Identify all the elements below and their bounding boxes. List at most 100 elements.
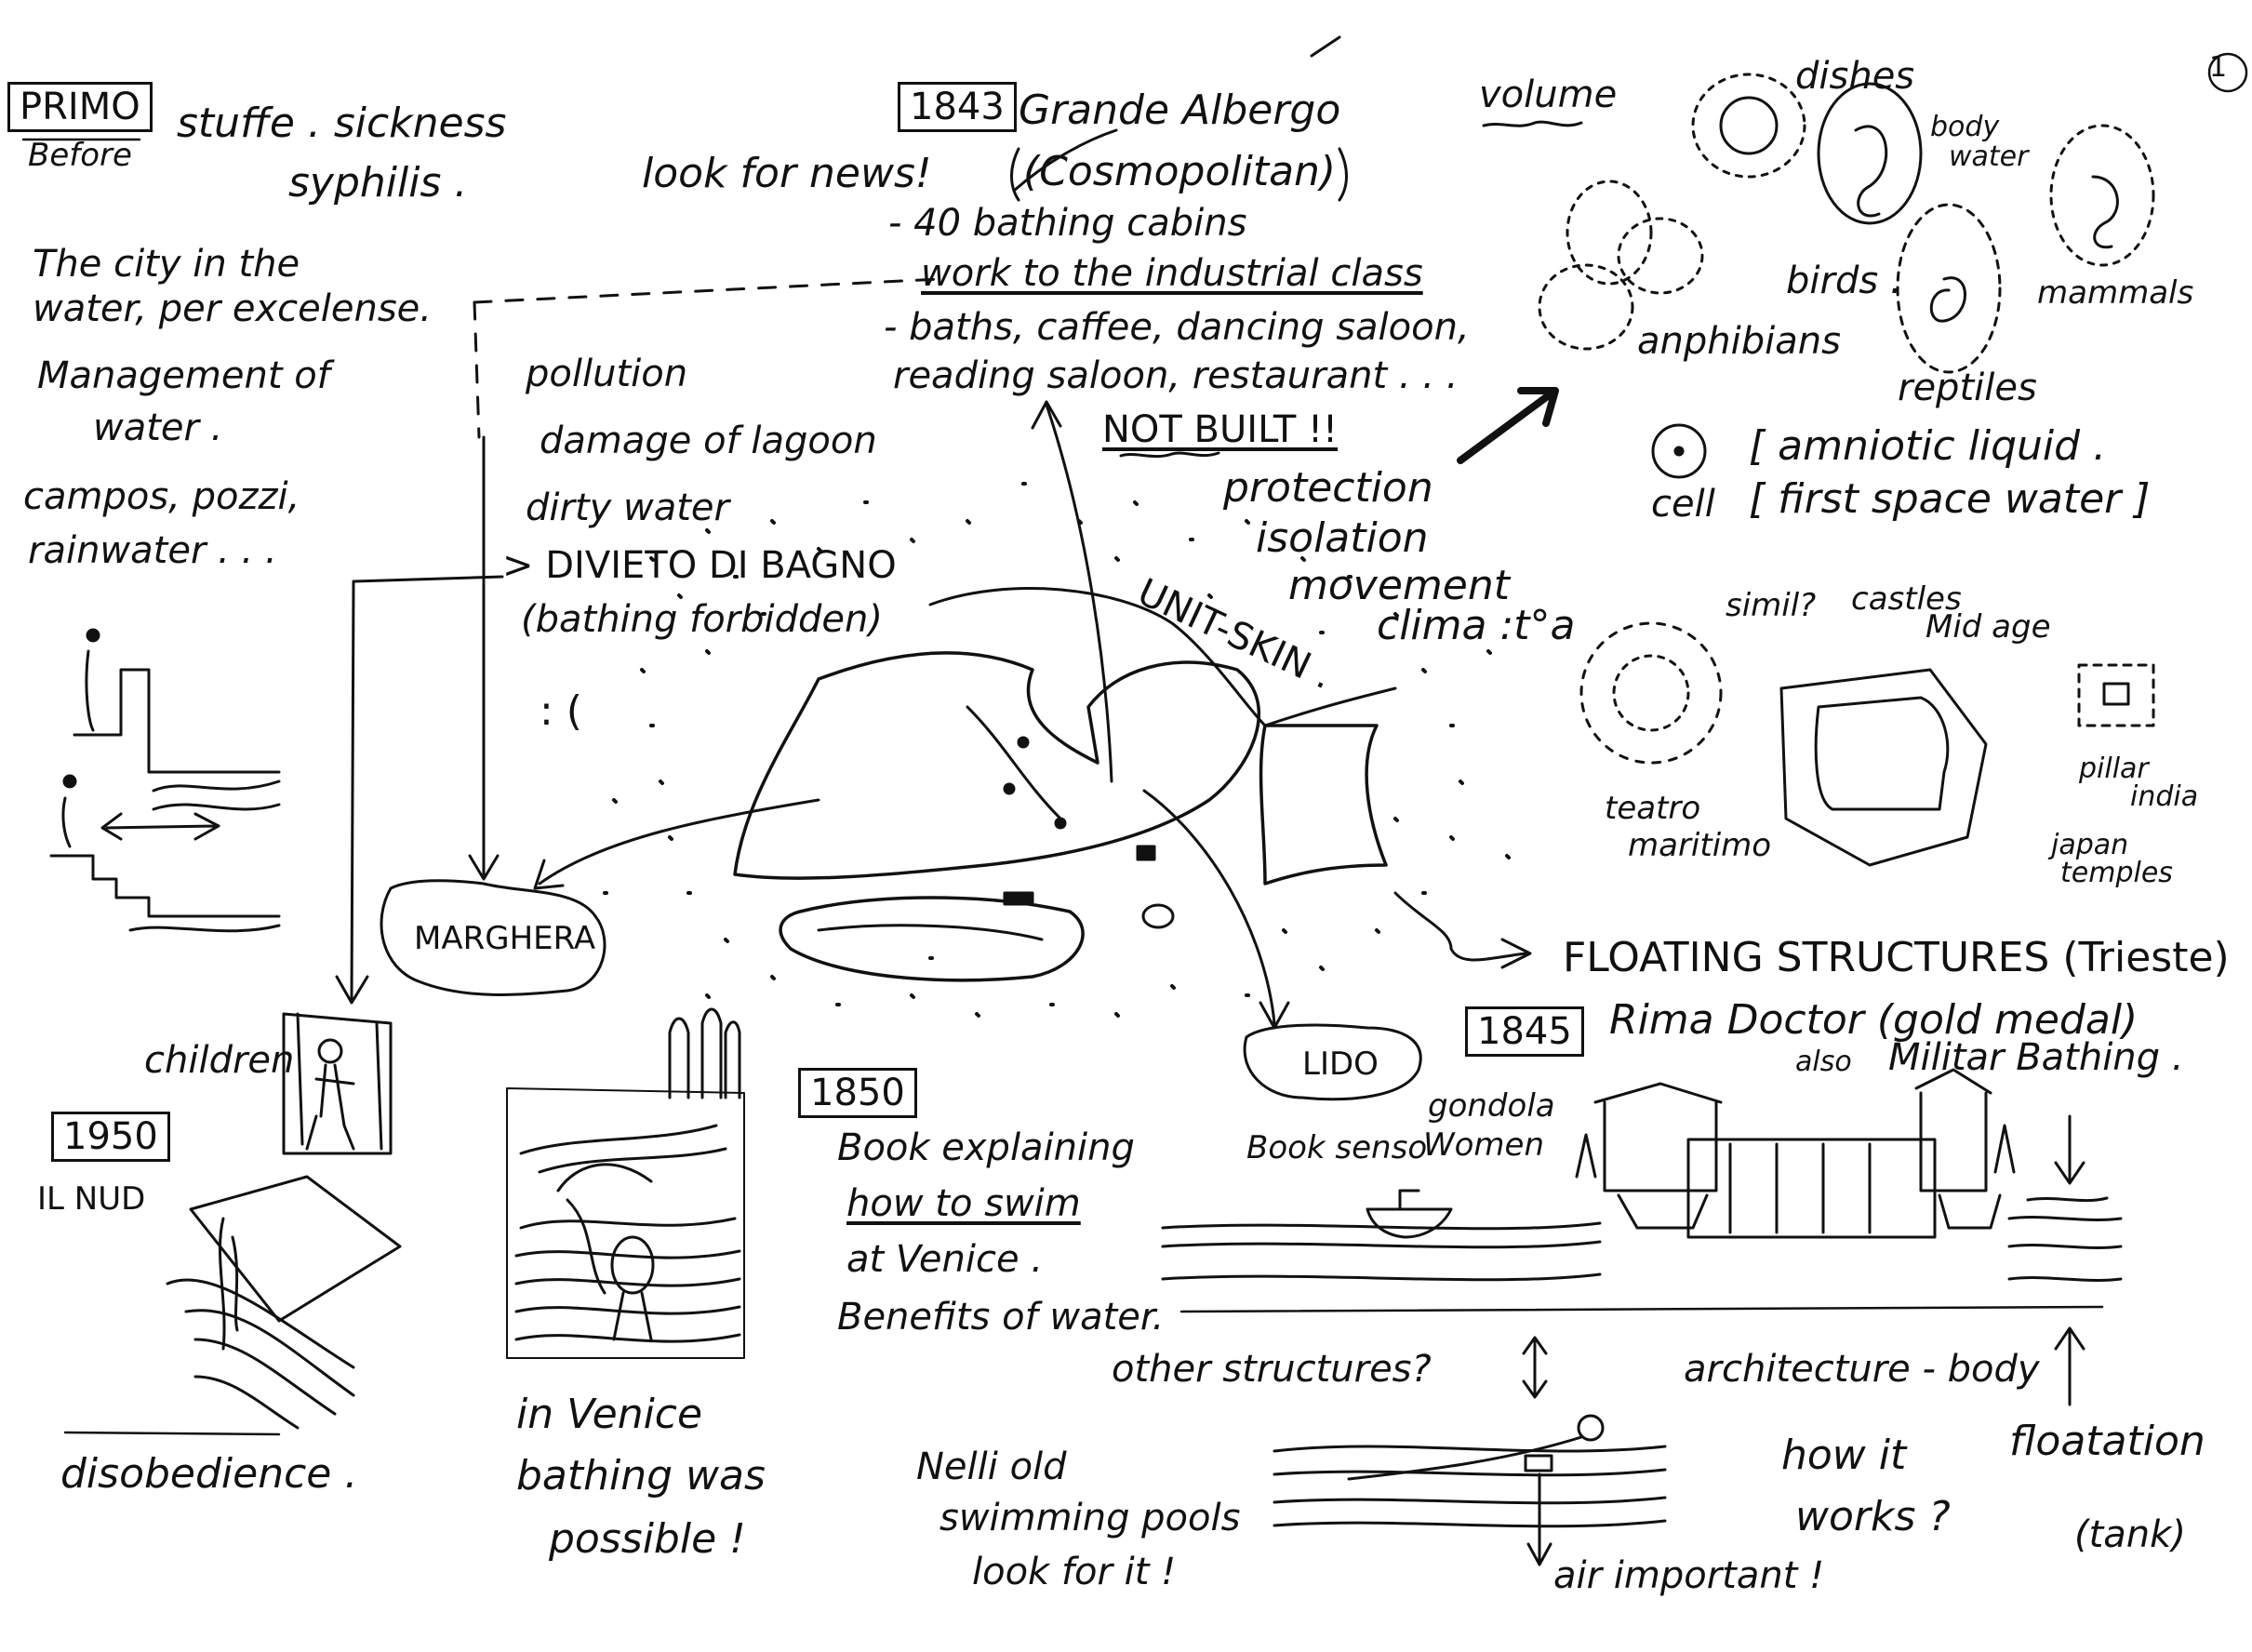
city-line-1: The city in the [33, 243, 300, 286]
dashed-link-line [473, 277, 941, 304]
pollution-line-2: damage of lagoon [540, 420, 877, 462]
book-senso: Book senso [1246, 1129, 1428, 1166]
children-label: children [144, 1039, 295, 1082]
castles-line-1: castles [1851, 580, 1962, 618]
architecture-body: architecture - body [1684, 1348, 2040, 1391]
pollution-line-3: dirty water [526, 486, 729, 529]
nelli-line-2: swimming pools [939, 1497, 1241, 1539]
il-nud: IL NUD [37, 1180, 146, 1218]
water-waves [1161, 1196, 2123, 1313]
gondola-line-2: Women [1423, 1126, 1545, 1164]
stairs-drawing [49, 628, 281, 933]
castles-line-2: Mid age [1926, 608, 2051, 646]
movement: movement [1288, 562, 1510, 609]
embryo-drawings [1538, 52, 2248, 479]
arrow-to-children [335, 575, 504, 1005]
primo-before: Before [28, 137, 132, 174]
arrow-island-margherita [533, 798, 820, 890]
body-water-2: water [1949, 140, 2029, 173]
pollution-line-1: pollution [526, 353, 688, 395]
gondola-drawing [1366, 1189, 1453, 1239]
japan-line-2: temples [2060, 857, 2173, 889]
arrow-down [2054, 1114, 2085, 1185]
arrow-to-margherita [468, 435, 500, 881]
city-line-2: water, per excelense. [33, 287, 433, 330]
arrow-island-lido [1142, 789, 1290, 1030]
air-important: air important ! [1553, 1554, 1825, 1597]
amniotic-line-1: [ amniotic liquid . [1749, 422, 2107, 470]
campos-line-2: rainwater . . . [28, 529, 277, 572]
year-1845: 1845 [1465, 1006, 1584, 1057]
how-it-works-1: how it [1781, 1432, 1907, 1479]
look-for-news: look for news! [642, 150, 932, 197]
management-line-2: water . [93, 406, 223, 449]
book-swim-4: Benefits of water. [837, 1296, 1165, 1339]
arrow-up [2054, 1326, 2085, 1406]
cell-label: cell [1651, 483, 1715, 526]
albergo-item-2: work to the industrial class [921, 252, 1423, 295]
central-island-drawing [733, 587, 1397, 982]
floatation-1: floatation [2009, 1418, 2205, 1465]
volume-wave [1482, 120, 1583, 127]
book-swim-3: at Venice . [846, 1238, 1044, 1281]
year-1843: 1843 [898, 82, 1017, 132]
nelli-line-1: Nelli old [916, 1446, 1067, 1488]
pillar-line-2: india [2130, 780, 2199, 813]
volume-label: volume [1479, 73, 1618, 116]
military-bathing: Militar Bathing . [1888, 1036, 2184, 1079]
pillar-line-1: pillar [2079, 753, 2149, 785]
page-number: 1 [2209, 51, 2228, 84]
albergo-item-3: - baths, caffee, dancing saloon, [884, 306, 1470, 349]
margherita-cloud [380, 879, 606, 996]
body-water-1: body [1930, 111, 2000, 143]
not-built: NOT BUILT !! [1102, 408, 1339, 451]
teatro-line-2: maritimo [1628, 827, 1772, 864]
castle-drawing [1779, 668, 1988, 867]
japan-line-1: japan [2051, 829, 2129, 861]
year-1850: 1850 [798, 1068, 917, 1118]
teatro-line-1: teatro [1605, 790, 1701, 827]
pollution-line-5: (bathing forbidden) [521, 598, 883, 641]
anphibians-label: anphibians [1637, 320, 1841, 363]
dishes-label: dishes [1795, 55, 1915, 98]
children-drawing [282, 1012, 393, 1155]
gondola-line-1: gondola [1428, 1087, 1555, 1125]
other-structures: other structures? [1112, 1348, 1432, 1391]
albergo-item-4: reading saloon, restaurant . . . [893, 354, 1459, 397]
management-line-1: Management of [37, 354, 330, 397]
venice-bathing-drawing [506, 1007, 745, 1359]
stuffe-line-2: syphilis . [288, 159, 468, 206]
protection: protection [1223, 464, 1433, 512]
disobedience: disobedience . [60, 1450, 358, 1498]
floatation-2: (tank) [2074, 1513, 2186, 1556]
amniotic-line-2: [ first space water ] [1749, 475, 2151, 523]
reptiles-label: reptiles [1898, 366, 2037, 409]
lido-cloud [1243, 1023, 1422, 1101]
floating-bath-drawing [1575, 1068, 2016, 1239]
albergo-item-1: - 40 bathing cabins [888, 202, 1247, 245]
pillar-drawing [2077, 663, 2155, 727]
lido-label: LIDO [1302, 1046, 1379, 1083]
stipple-dots [603, 482, 1511, 1018]
isolation: isolation [1256, 514, 1429, 562]
also-label: also [1795, 1046, 1852, 1078]
stuffe-line-1: stuffe . sickness [177, 100, 507, 147]
campos-line-1: campos, pozzi, [23, 475, 300, 518]
in-venice-1: in Venice [516, 1391, 703, 1438]
rima-doctor: Rima Doctor (gold medal) [1609, 996, 2139, 1044]
floating-structures: FLOATING STRUCTURES (Trieste) [1563, 934, 2230, 981]
book-swim-1: Book explaining [837, 1126, 1135, 1169]
grande-albergo-sub: (Cosmopolitan) [1023, 148, 1337, 195]
grande-albergo-title: Grande Albergo [1019, 87, 1341, 134]
birds-label: birds . [1786, 260, 1902, 302]
clima: clima :t°a [1377, 602, 1576, 649]
year-1950: 1950 [51, 1112, 170, 1162]
teatro-drawing [1579, 621, 1723, 765]
mammals-label: mammals [2037, 274, 2194, 312]
margherita-label: MARGHERA [414, 920, 596, 957]
pen-stroke [1310, 35, 1341, 58]
swimmer-drawing [1273, 1414, 1667, 1566]
pollution-line-4: > DIVIETO DI BAGNO [502, 544, 897, 587]
